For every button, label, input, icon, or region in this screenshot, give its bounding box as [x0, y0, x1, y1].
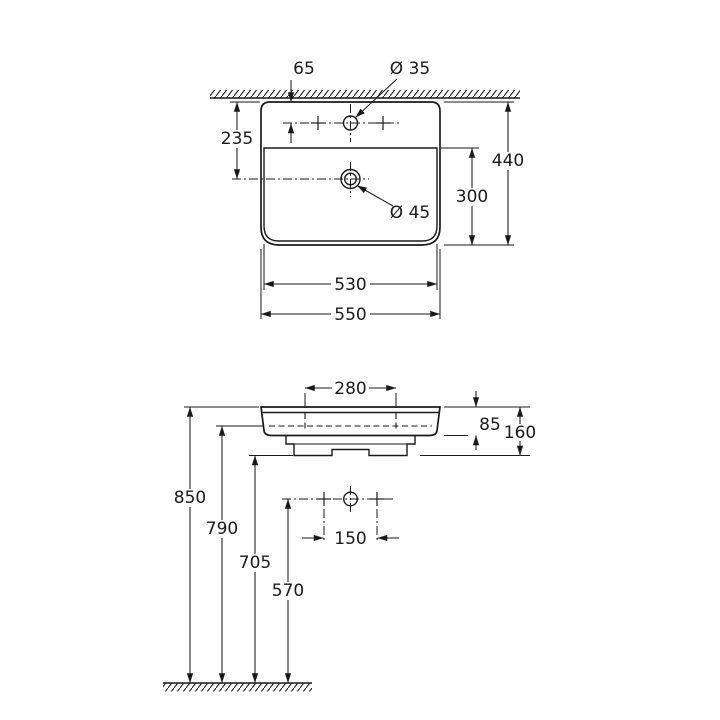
dim-drain-dia: Ø 45: [356, 185, 430, 223]
dim-overall-height: 160: [420, 406, 536, 456]
dim-tap-hole-dia: Ø 35: [355, 59, 430, 118]
dim-bowl-depth-label: 300: [456, 187, 488, 207]
dim-rim-height-label: 850: [174, 488, 206, 508]
dim-overall-width-label: 550: [334, 305, 366, 325]
connection-points: [282, 486, 394, 542]
dim-underside-height-label: 705: [239, 553, 271, 573]
drain-connection: [343, 491, 359, 507]
dim-hole-offset: 65: [287, 59, 315, 143]
dim-connection-spacing-label: 150: [334, 529, 366, 549]
dim-rear-to-drain: 235: [221, 101, 260, 179]
underside-profile: [285, 435, 416, 457]
top-view: 65 Ø 35 235 440 300: [210, 59, 524, 325]
dim-tap-hole-dia-label: Ø 35: [390, 59, 430, 79]
dim-connection-height: 570: [272, 499, 304, 683]
dim-underside-height: 705: [239, 455, 293, 683]
basin-outline-front: [260, 406, 441, 437]
dim-bowl-depth: 300: [441, 147, 488, 245]
side-hole-mark-left: [311, 116, 325, 130]
dim-rim-height: 850: [174, 406, 259, 683]
dim-overall-depth-label: 440: [492, 151, 524, 171]
dim-bowl-width-label: 530: [334, 275, 366, 295]
dim-apron-height: 85: [444, 391, 501, 450]
dim-hidden-rim-height: 790: [206, 425, 263, 683]
supply-mark-right: [370, 492, 384, 506]
dim-overall-width: 550: [260, 249, 441, 325]
drain-hole: [340, 168, 361, 190]
dim-drain-dia-label: Ø 45: [390, 203, 430, 223]
floor-hatch: [163, 682, 312, 692]
bowl-inner-outline: [263, 147, 438, 242]
dim-hole-offset-label: 65: [293, 59, 315, 79]
supply-mark-left: [317, 492, 331, 506]
dim-tap-deck-width-label: 280: [334, 379, 366, 399]
dim-connection-height-label: 570: [272, 581, 304, 601]
dim-overall-depth: 440: [444, 101, 524, 246]
dim-rear-to-drain-label: 235: [221, 129, 253, 149]
dim-bowl-width: 530: [263, 244, 438, 295]
dim-connection-spacing: 150: [302, 529, 399, 549]
wall-hatch: [210, 90, 520, 99]
dim-hidden-rim-height-label: 790: [206, 519, 238, 539]
dim-tap-deck-width: 280: [304, 379, 397, 430]
front-view: 280 85 160: [163, 379, 536, 692]
tap-hole: [342, 115, 359, 131]
dim-apron-height-label: 85: [479, 415, 501, 435]
basin-outline-plan: [260, 101, 441, 246]
dim-overall-height-label: 160: [504, 423, 536, 443]
side-hole-mark-right: [376, 116, 390, 130]
